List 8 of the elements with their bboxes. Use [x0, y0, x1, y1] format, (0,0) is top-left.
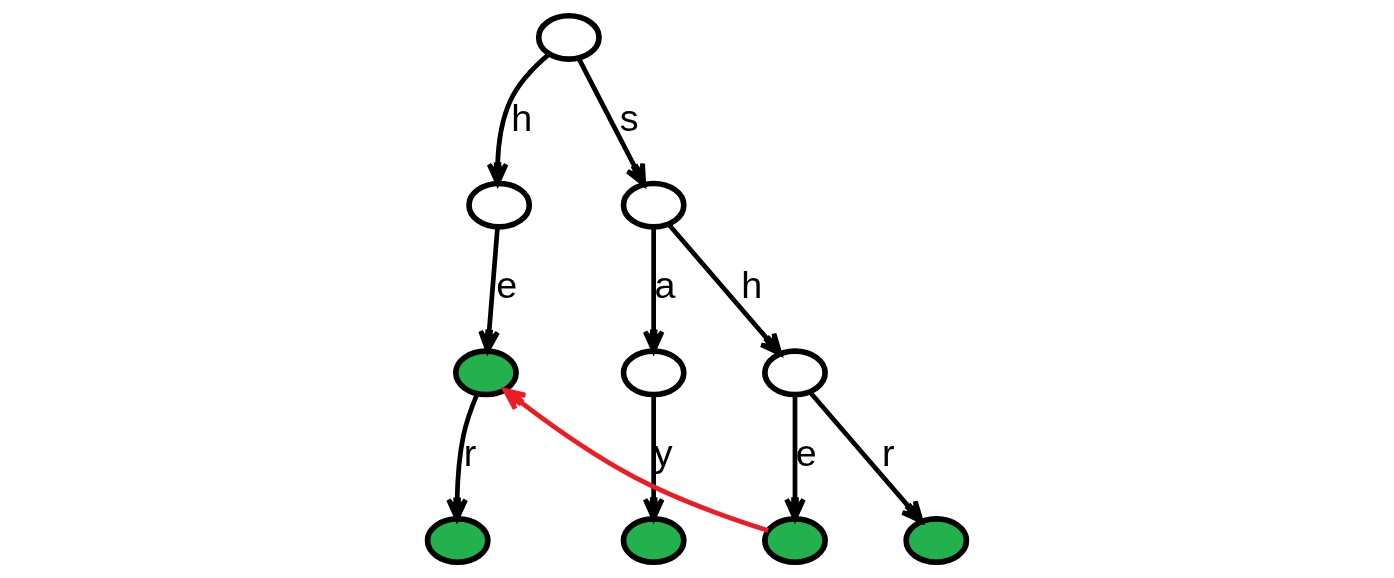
edge-label: s — [619, 96, 639, 139]
edge-label: h — [741, 264, 763, 307]
edge-label: e — [795, 432, 817, 475]
edge-label: a — [654, 264, 676, 307]
edge-label: r — [463, 432, 477, 475]
edge-label: e — [496, 264, 518, 307]
edge-label: h — [511, 96, 533, 139]
edge-label: r — [881, 432, 895, 475]
